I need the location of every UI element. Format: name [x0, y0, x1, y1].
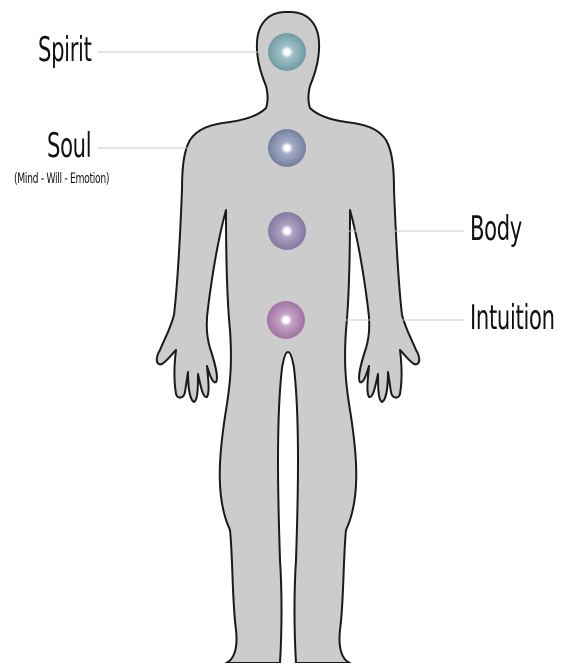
intuition-label: Intuition — [470, 301, 555, 335]
body-label: Body — [470, 212, 522, 246]
soul-sublabel: (Mind - Will - Emotion) — [14, 172, 109, 186]
spirit-orb — [268, 33, 306, 71]
soul-label: Soul — [47, 129, 91, 163]
intuition-orb — [267, 301, 305, 339]
body-orb — [268, 212, 306, 250]
spirit-label: Spirit — [38, 33, 92, 67]
soul-orb — [268, 129, 306, 167]
